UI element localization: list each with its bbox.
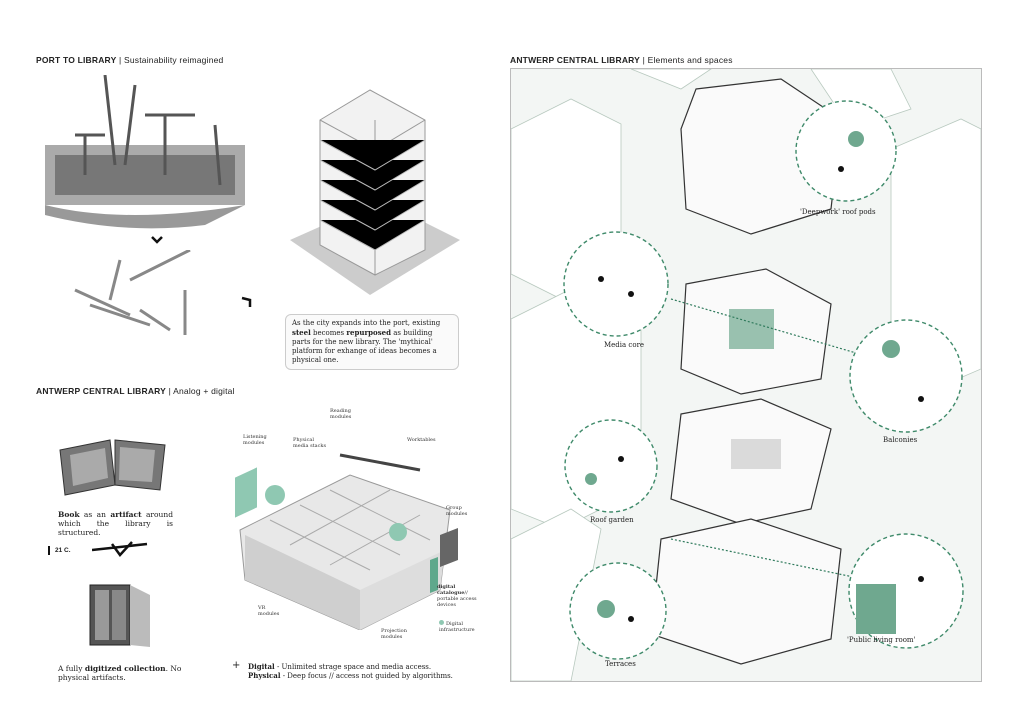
book-caption: Book as an artifact around which the lib… [58, 510, 173, 537]
label-projection-modules: Projection modules [381, 628, 407, 640]
label-roof-garden: Roof garden [590, 516, 634, 524]
label-terraces: Terraces [605, 660, 636, 668]
digital-caption: A fully digitized collection. No physica… [58, 664, 182, 682]
label-listening-modules: Listening modules [243, 434, 267, 446]
summary-physical: Physical - Deep focus // access not guid… [248, 671, 453, 680]
port-to-library-title: PORT TO LIBRARY | Sustainability reimagi… [36, 55, 224, 65]
century-label: 21 C. [48, 546, 71, 555]
arrow-right-icon [241, 296, 252, 307]
label-balconies: Balconies [883, 436, 918, 444]
label-deepwork-roof-pods: 'Deepwork' roof pods [800, 208, 876, 216]
library-axonometric [235, 453, 458, 630]
port-cranes-image [45, 75, 245, 229]
label-media-core: Media core [604, 341, 645, 349]
exploded-axonometric-drawing [511, 69, 981, 681]
label-public-living-room: 'Public living room' [847, 636, 916, 644]
summary-digital: Digital - Unlimited strage space and med… [248, 662, 432, 671]
open-book-image [59, 439, 166, 496]
plus-sign: + [232, 660, 241, 671]
label-vr-modules: VR modules [258, 605, 280, 617]
steel-structure-image [290, 89, 460, 295]
label-media-stacks: Physical media stacks [293, 437, 327, 449]
label-group-modules: Group modules [446, 505, 468, 517]
timeline-arrow-icon [92, 541, 148, 557]
arrow-down-icon [151, 236, 163, 244]
analog-digital-title: ANTWERP CENTRAL LIBRARY | Analog + digit… [36, 386, 235, 396]
label-worktables: Worktables [407, 437, 436, 443]
elements-spaces-title: ANTWERP CENTRAL LIBRARY | Elements and s… [510, 55, 733, 65]
label-reading-modules: Reading modules [330, 408, 352, 420]
digital-cabinet-image [89, 584, 150, 647]
infrastructure-legend-dot [439, 620, 444, 625]
steel-parts-image [74, 250, 191, 335]
port-description-note: As the city expands into the port, exist… [285, 314, 459, 370]
exploded-axonometric-panel [510, 68, 982, 682]
label-digital-catalogue: digital catalogue// portable access devi… [437, 584, 477, 608]
label-digital-infrastructure: Digital infrastructure [439, 620, 475, 633]
